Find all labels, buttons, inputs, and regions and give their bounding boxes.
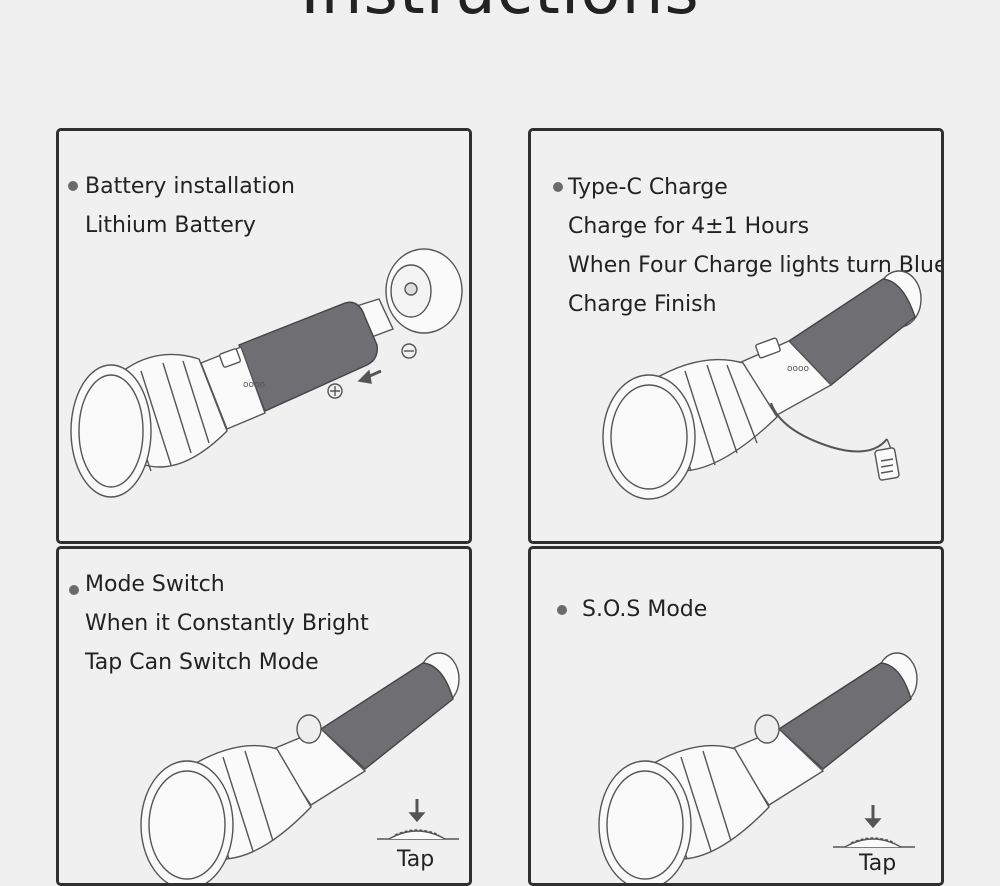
tap-label: Tap (859, 851, 897, 876)
panel-sos-mode: S.O.S Mode Tap (528, 546, 944, 886)
svg-text:oooo: oooo (787, 364, 810, 374)
panel-mode-switch: Mode Switch When it Constantly Bright Ta… (56, 546, 472, 886)
panel-line: When it Constantly Bright (85, 611, 369, 636)
flashlight-battery-illustration: oooo (70, 248, 463, 498)
flashlight-charge-illustration: oooo (602, 270, 922, 500)
flashlight-sos-illustration (598, 652, 918, 883)
bullet-icon (69, 585, 79, 595)
page-title: Instructions (0, 0, 1000, 29)
panel-line: Charge Finish (568, 292, 717, 317)
bullet-icon (68, 181, 78, 191)
panel-heading: Type-C Charge (568, 175, 728, 200)
flashlight-mode-illustration (140, 652, 460, 883)
panel-heading: S.O.S Mode (582, 597, 708, 622)
panel-heading: Battery installation (85, 174, 295, 199)
panel-line: Tap Can Switch Mode (85, 650, 319, 675)
panel-battery-installation: Battery installation Lithium Battery ooo… (56, 128, 472, 544)
panel-line: Lithium Battery (85, 213, 256, 238)
svg-text:oooo: oooo (243, 380, 266, 390)
panel-line: When Four Charge lights turn Blue (568, 253, 944, 278)
bullet-icon (557, 605, 567, 615)
panel-line: Charge for 4±1 Hours (568, 214, 810, 239)
tap-label: Tap (397, 847, 435, 872)
panel-type-c-charge: Type-C Charge Charge for 4±1 Hours When … (528, 128, 944, 544)
bullet-icon (553, 182, 563, 192)
panel-heading: Mode Switch (85, 572, 225, 597)
